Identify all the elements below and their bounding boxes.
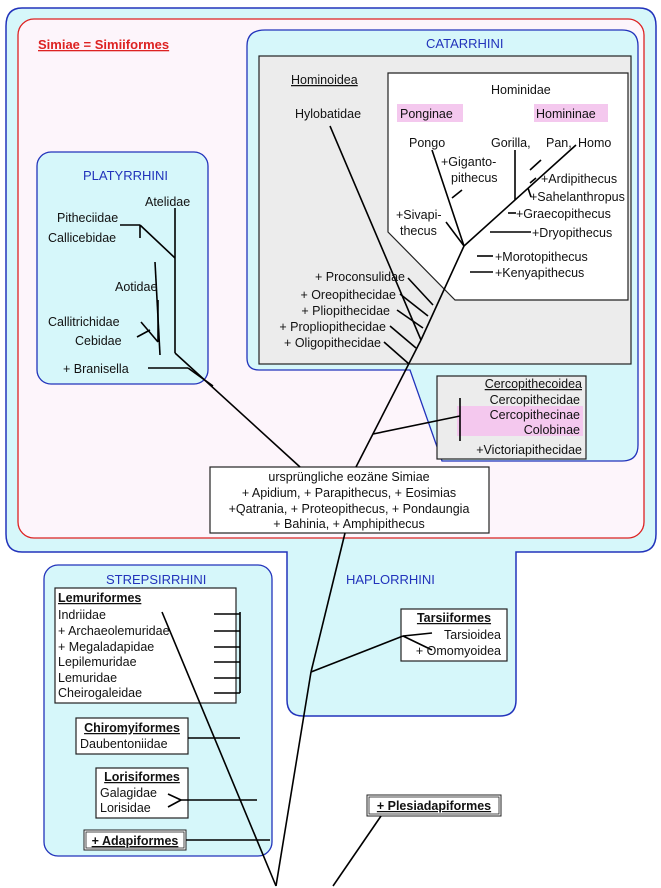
cheirogaleidae-label: Cheirogaleidae (58, 686, 142, 700)
plesiadapiformes-box (366, 794, 502, 817)
platyrrhini-region (36, 151, 209, 385)
pan-label: Pan, (546, 136, 572, 150)
homininae-highlight (534, 104, 608, 122)
homo-label: Homo (578, 136, 611, 150)
chiromyiformes-title: Chiromyiformes (84, 721, 180, 735)
adapiformes-label: + Adapiformes (92, 834, 179, 848)
gorilla-label: Gorilla, (491, 136, 531, 150)
victoriapithecidae-label: +Victoriapithecidae (476, 443, 582, 457)
oreopithecidae-label: + Oreopithecidae (300, 288, 396, 302)
chiromyiformes-box (75, 717, 189, 755)
callitrichidae-label: Callitrichidae (48, 315, 120, 329)
strepsirrhini-label: STREPSIRRHINI (106, 572, 206, 587)
graecopithecus-label: +Graecopithecus (516, 207, 611, 221)
daubentoniidae-label: Daubentoniidae (80, 737, 168, 751)
catarrhini-label: CATARRHINI (426, 36, 504, 51)
oligopithecidae-label: + Oligopithecidae (284, 336, 381, 350)
haplorrhini-label: HAPLORRHINI (346, 572, 435, 587)
cercopithecinae-highlight (457, 406, 583, 436)
pongo-label: Pongo (409, 136, 445, 150)
omomyoidea-label: + Omomyoidea (416, 644, 501, 658)
adapiformes-box-inner (85, 831, 185, 849)
branisella-label: + Branisella (63, 362, 129, 376)
lorisiformes-title: Lorisiformes (104, 770, 180, 784)
propliopithecidae-label: + Propliopithecidae (279, 320, 386, 334)
cebidae-label: Cebidae (75, 334, 122, 348)
sivapithecus-label-2: thecus (400, 224, 437, 238)
lemuriformes-title: Lemuriformes (58, 591, 141, 605)
ponginae-label: Ponginae (400, 107, 453, 121)
eocene-line-4: + Bahinia, + Amphipithecus (273, 517, 425, 531)
gigantopithecus-label-2: pithecus (451, 171, 498, 185)
sahelanthropus-label: +Sahelanthropus (530, 190, 625, 204)
hylobatidae-label: Hylobatidae (295, 107, 361, 121)
callicebidae-label: Callicebidae (48, 231, 116, 245)
hominoidea-title: Hominoidea (291, 73, 358, 87)
lorisiformes-box (95, 767, 189, 819)
cercopithecoidea-title: Cercopithecoidea (485, 377, 582, 391)
hominidae-box (387, 72, 629, 301)
platyrrhini-label: PLATYRRHINI (83, 168, 168, 183)
galagidae-label: Galagidae (100, 786, 157, 800)
eocene-line-3: +Qatrania, + Proteopithecus, + Pondaungi… (229, 502, 470, 516)
gigantopithecus-label-1: +Giganto- (441, 155, 496, 169)
pitheciidae-label: Pitheciidae (57, 211, 118, 225)
eocene-line-2: + Apidium, + Parapithecus, + Eosimias (242, 486, 456, 500)
megaladapidae-label: + Megaladapidae (58, 640, 154, 654)
pliopithecidae-label: + Pliopithecidae (301, 304, 390, 318)
sivapithecus-label-1: +Sivapi- (396, 208, 442, 222)
homininae-label: Homininae (536, 107, 596, 121)
lemuriformes-box (54, 587, 237, 704)
archaeolemuridae-label: + Archaeolemuridae (58, 624, 170, 638)
lepilemuridae-label: Lepilemuridae (58, 655, 137, 669)
eocene-box (209, 466, 490, 534)
eocene-line-1: ursprüngliche eozäne Simiae (268, 470, 429, 484)
aotidae-label: Aotidae (115, 280, 157, 294)
plesiadapiformes-box-inner (368, 796, 500, 815)
cercopithecinae-label: Cercopithecinae (490, 408, 580, 422)
atelidae-label: Atelidae (145, 195, 190, 209)
ardipithecus-label: +Ardipithecus (541, 172, 617, 186)
dryopithecus-label: +Dryopithecus (532, 226, 612, 240)
tree-branches (120, 125, 577, 887)
ponginae-highlight (397, 104, 463, 122)
indriidae-label: Indriidae (58, 608, 106, 622)
tarsiiformes-title: Tarsiiformes (417, 611, 491, 625)
cercopithecidae-label: Cercopithecidae (490, 393, 580, 407)
kenyapithecus-label: +Kenyapithecus (495, 266, 584, 280)
tarsioidea-label: Tarsioidea (444, 628, 501, 642)
lorisidae-label: Lorisidae (100, 801, 151, 815)
simiae-title: Simiae = Simiiformes (38, 37, 169, 52)
colobinae-label: Colobinae (524, 423, 580, 437)
hominidae-title: Hominidae (491, 83, 551, 97)
plesiadapiformes-label: + Plesiadapiformes (377, 799, 491, 813)
proconsulidae-label: + Proconsulidae (315, 270, 405, 284)
lemuridae-label: Lemuridae (58, 671, 117, 685)
morotopithecus-label: +Morotopithecus (495, 250, 588, 264)
